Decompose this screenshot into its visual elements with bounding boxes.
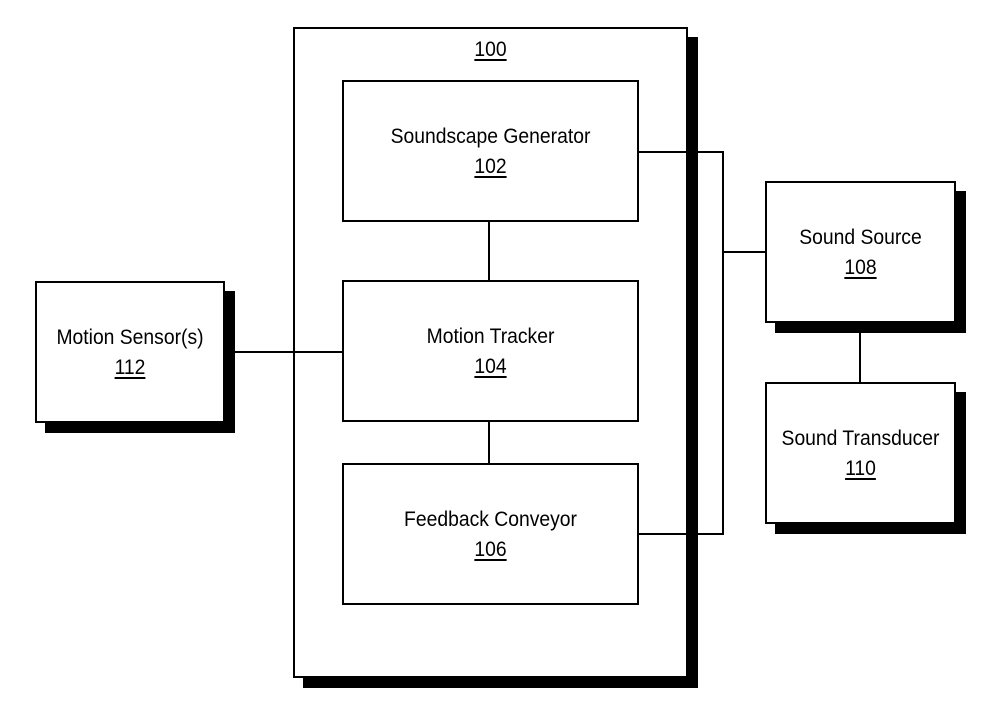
block-soundscape-generator: Soundscape Generator 102 — [342, 80, 639, 222]
block-name: Feedback Conveyor — [404, 508, 577, 531]
block-name: Sound Source — [799, 226, 922, 249]
block-feedback-conveyor: Feedback Conveyor 106 — [342, 463, 639, 605]
block-motion-sensors: Motion Sensor(s) 112 — [35, 281, 225, 423]
block-name: Sound Transducer — [781, 427, 940, 450]
block-sound-transducer: Sound Transducer 110 — [765, 382, 956, 524]
block-ref: 108 — [844, 256, 877, 279]
block-ref: 112 — [114, 356, 146, 379]
block-ref: 104 — [474, 355, 507, 378]
block-motion-tracker: Motion Tracker 104 — [342, 280, 639, 422]
block-ref: 106 — [474, 538, 507, 561]
block-name: Soundscape Generator — [390, 125, 591, 148]
block-ref: 110 — [845, 457, 876, 480]
block-sound-source: Sound Source 108 — [765, 181, 956, 323]
block-name: Motion Tracker — [426, 325, 555, 348]
block-ref: 102 — [474, 155, 507, 178]
block-name: Motion Sensor(s) — [56, 326, 204, 349]
system-ref-label: 100 — [474, 38, 507, 61]
wire-102-bus — [638, 151, 724, 535]
